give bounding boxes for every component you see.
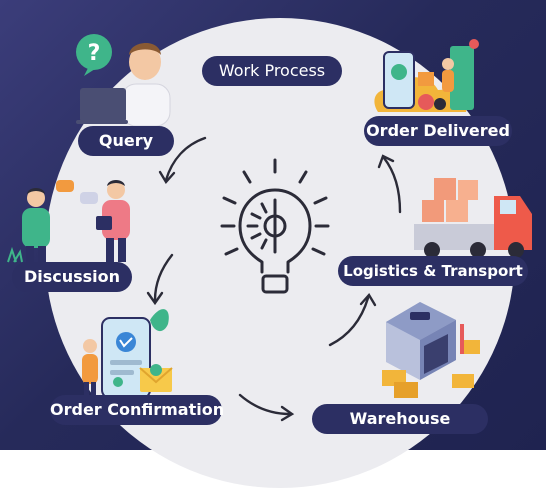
arrow-confirmation-to-warehouse — [238, 393, 292, 416]
step-label-logistics-transport: Logistics & Transport — [338, 256, 528, 286]
step-label-discussion: Discussion — [12, 262, 132, 292]
logistics-truck-illustration — [414, 178, 532, 258]
step-label-warehouse: Warehouse — [312, 404, 488, 434]
query-illustration: ? — [76, 34, 171, 127]
step-label-query: Query — [78, 126, 174, 156]
flow-arrows — [146, 136, 402, 422]
arrow-discussion-to-confirmation — [153, 253, 174, 302]
lightbulb-gear-icon — [220, 158, 330, 294]
step-label-order-confirmation: Order Confirmation — [50, 395, 224, 425]
warehouse-illustration — [382, 302, 480, 398]
order-confirmation-illustration — [82, 309, 173, 399]
order-delivered-illustration — [374, 39, 479, 112]
arrow-warehouse-to-logistics — [328, 296, 370, 347]
discussion-illustration — [7, 180, 130, 266]
arrow-query-to-discussion — [164, 136, 207, 182]
illustrations-layer: ? — [7, 34, 532, 422]
title-label: Work Process — [202, 56, 342, 86]
step-label-order-delivered: Order Delivered — [364, 116, 512, 146]
arrow-logistics-to-delivered — [382, 156, 402, 214]
question-mark-icon: ? — [88, 41, 101, 66]
